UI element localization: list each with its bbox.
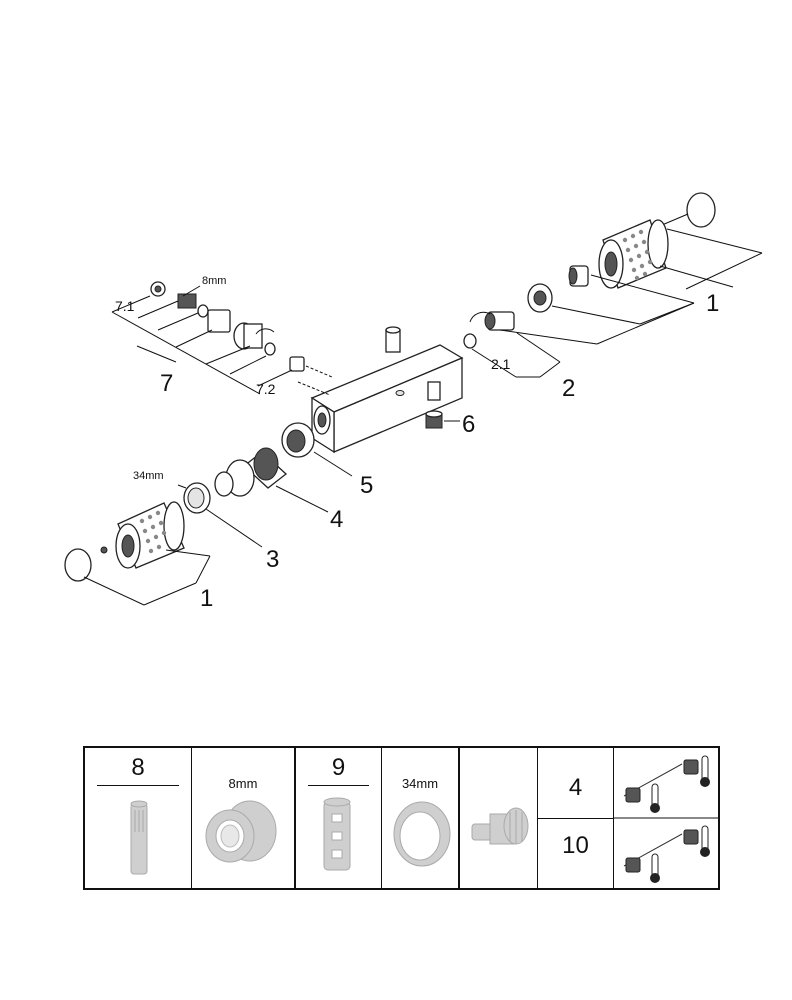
left-lower-assembly	[64, 422, 353, 606]
callout-7-2: 7.2	[256, 381, 276, 397]
part-number-8: 8	[131, 754, 145, 781]
thermostat-body	[297, 326, 464, 454]
callout-7: 7	[160, 370, 173, 397]
callout-2-1: 2.1	[491, 356, 511, 372]
size-label-34mm: 34mm	[133, 470, 164, 482]
callout-6: 6	[462, 411, 475, 438]
callout-1-right: 1	[706, 290, 719, 317]
part-6-cartridge	[425, 410, 460, 429]
callout-2: 2	[562, 375, 575, 402]
table-cell-34mm: 34mm	[382, 748, 460, 888]
callout-4: 4	[330, 506, 343, 533]
kit-number-4: 4	[568, 774, 583, 801]
size-34mm: 34mm	[401, 776, 439, 791]
left-upper-assembly	[111, 281, 333, 395]
table-cell-8mm: 8mm	[192, 748, 296, 888]
table-cell-part-9: 9	[296, 748, 382, 888]
kit-row-bottom: 10	[538, 818, 613, 888]
table-cell-kit-numbers: 4 10	[538, 748, 614, 888]
thermometer-kit-icon	[614, 755, 718, 883]
table-cell-part-8: 8	[85, 748, 192, 888]
size-label-8mm: 8mm	[202, 275, 226, 287]
pin-icon	[130, 800, 148, 875]
callout-3: 3	[266, 546, 279, 573]
callout-1-left: 1	[200, 585, 213, 612]
size-8mm: 8mm	[228, 776, 258, 791]
callout-7-1: 7.1	[115, 298, 135, 314]
number-underline	[97, 785, 179, 786]
kit-row-top: 4	[538, 748, 613, 819]
right-handle-assembly	[463, 192, 763, 378]
adapter-8mm-icon	[205, 800, 277, 863]
callout-5: 5	[360, 472, 373, 499]
thermostatic-cartridge-icon	[471, 807, 529, 845]
spare-parts-table: 8 8mm 9 34mm	[83, 746, 720, 890]
kit-number-10: 10	[562, 832, 589, 859]
number-underline	[308, 785, 369, 786]
table-cell-thermostatic-cartridge	[460, 748, 538, 888]
part-number-9: 9	[331, 754, 346, 781]
sleeve-icon	[323, 797, 351, 871]
table-cell-kit-images	[614, 748, 718, 888]
ring-34mm-icon	[393, 801, 451, 867]
